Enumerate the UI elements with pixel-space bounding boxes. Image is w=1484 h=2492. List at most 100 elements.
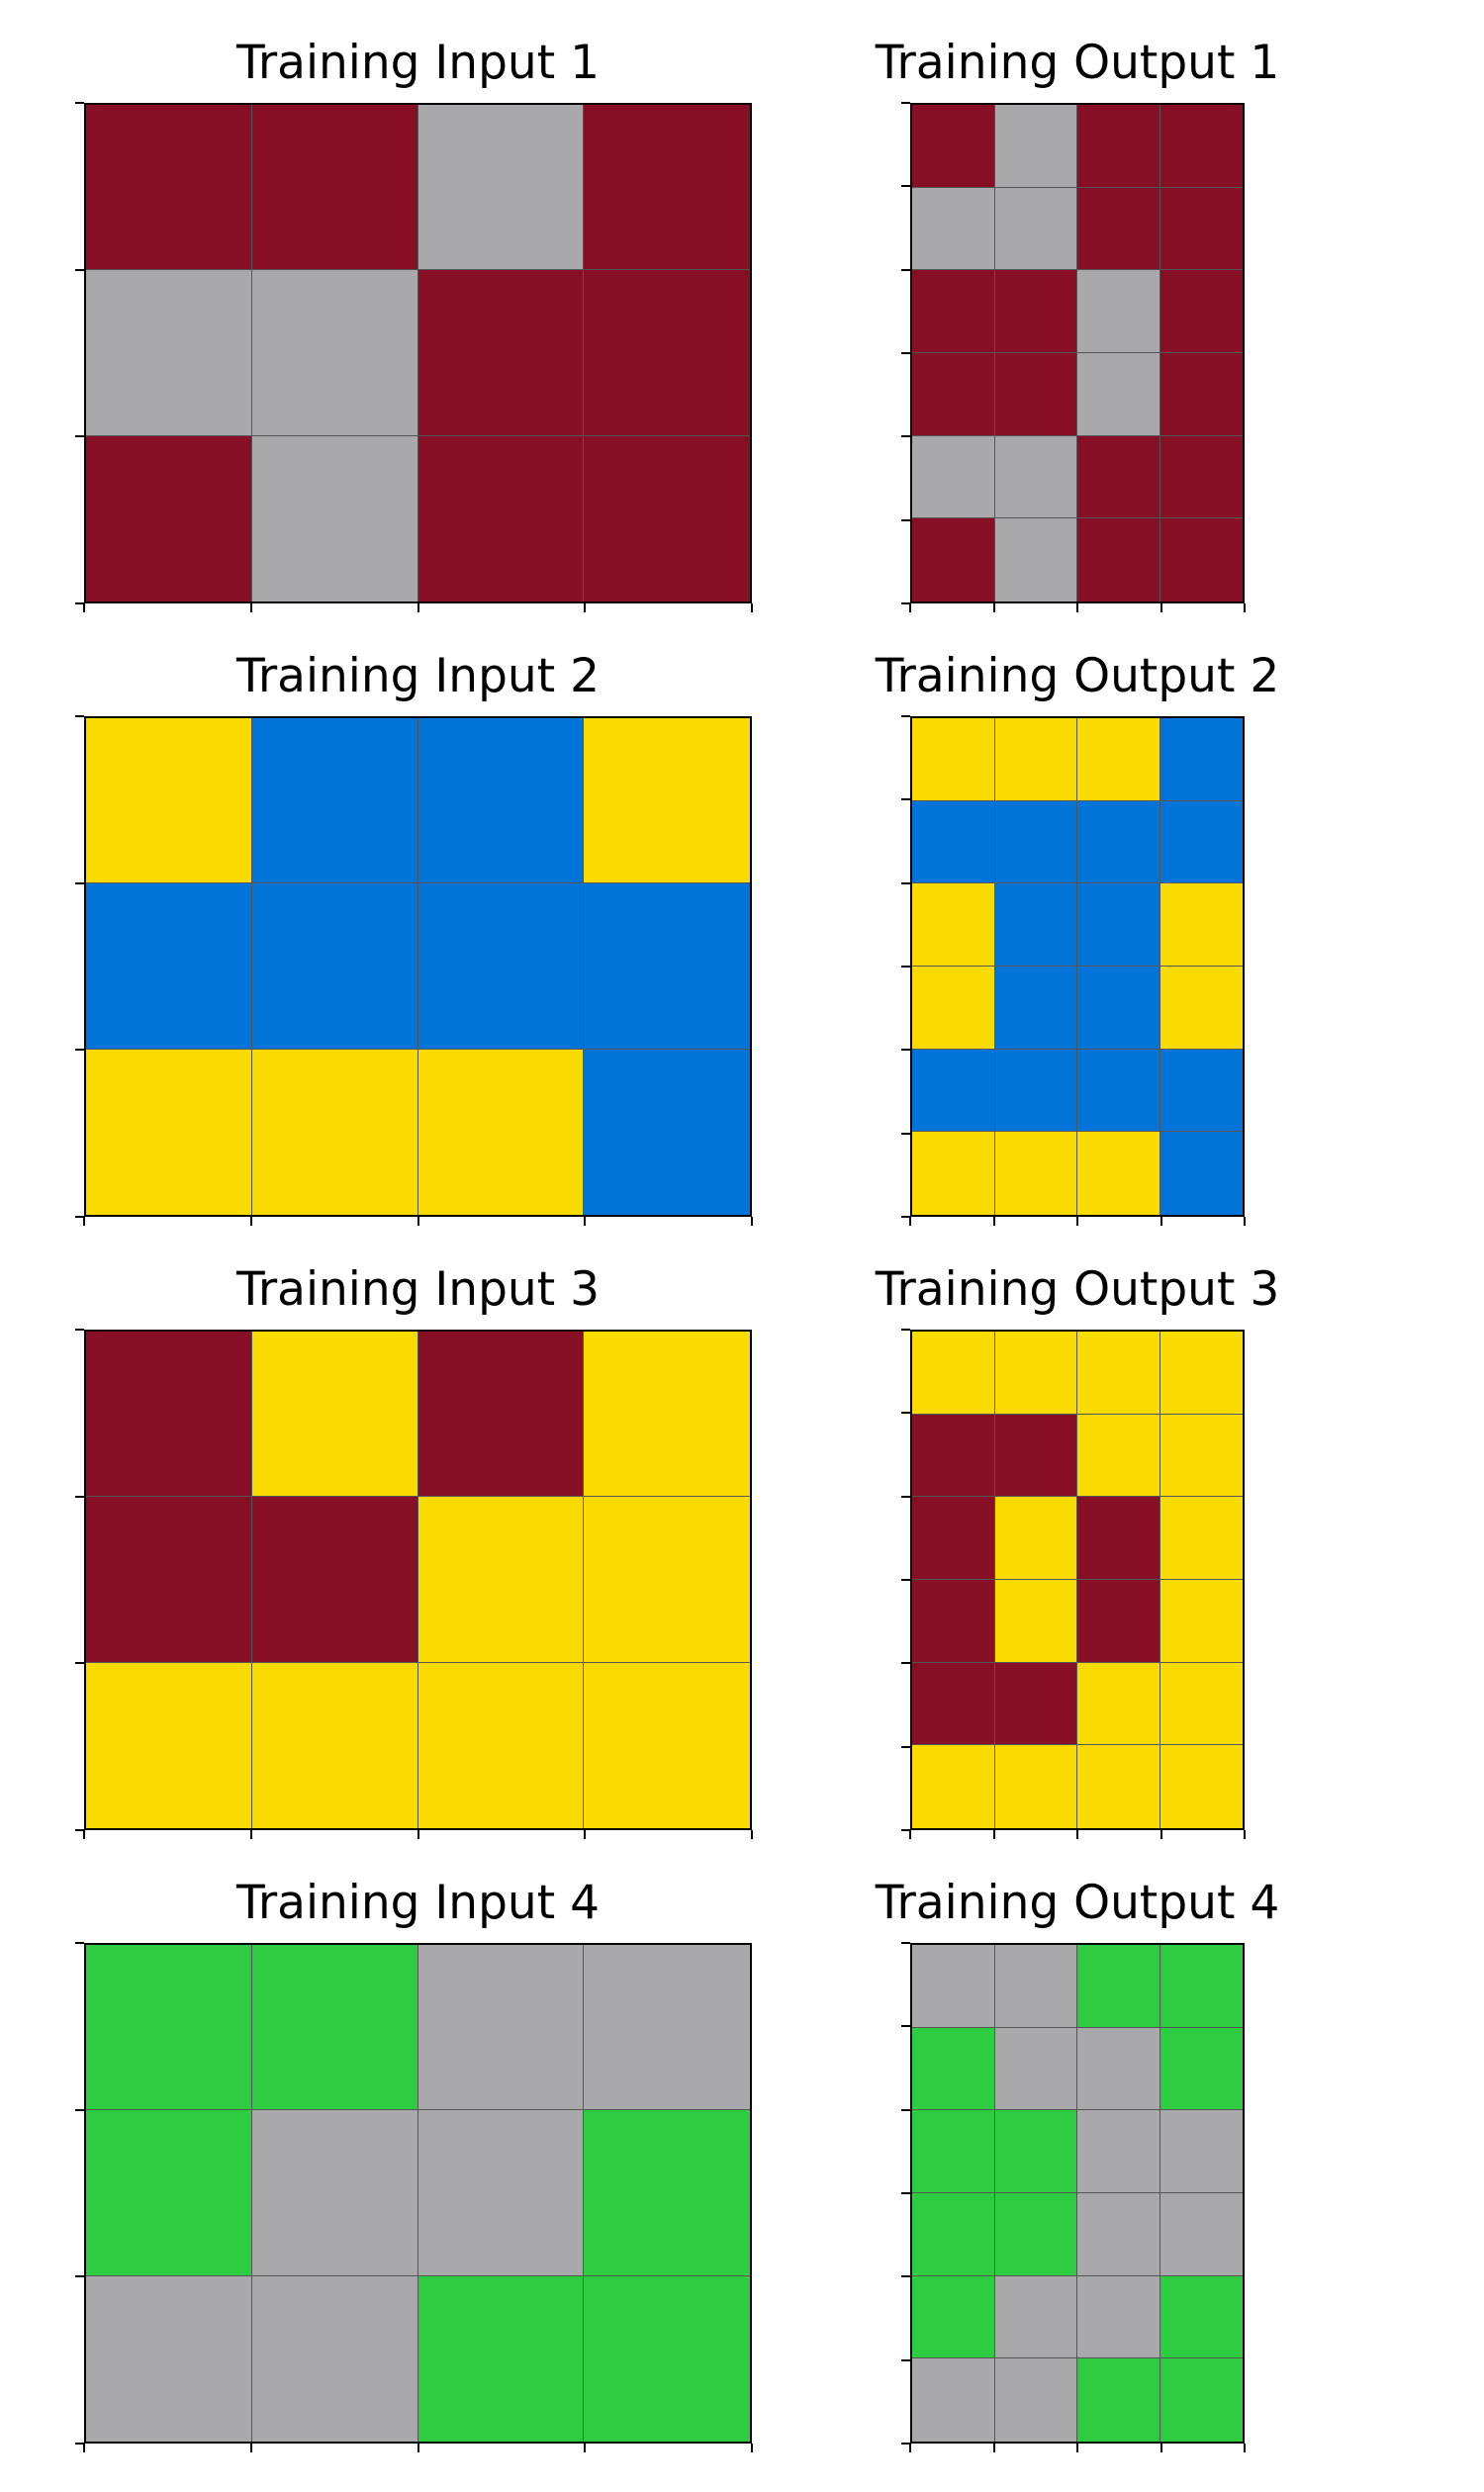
x-tick [584,2444,587,2452]
grid-cell [1159,1332,1243,1415]
y-tick [75,1049,84,1052]
grid-cell [1159,518,1243,601]
grid-cell [584,883,750,1050]
grid-cell [417,105,585,271]
grid-cell [584,105,750,271]
y-tick [901,102,910,104]
grid-cell [994,352,1077,436]
x-tick [1159,603,1162,612]
y-tick [901,185,910,188]
y-tick [75,1662,84,1665]
grid-cell [1159,2192,1243,2276]
grid-cell [1159,2275,1243,2359]
y-tick [901,2358,910,2361]
y-tick [901,1049,910,1052]
grid-cell [994,1049,1077,1133]
y-tick [901,966,910,968]
grid-cell [417,1945,585,2111]
input-title-4: Training Input 4 [236,1876,600,1930]
grid-cell [1159,435,1243,519]
y-tick [901,518,910,521]
grid-cell [584,435,750,601]
input-title-1: Training Input 1 [236,36,600,90]
grid-cell [1077,352,1160,436]
grid-cell [1077,1414,1160,1498]
grid-cell [1159,270,1243,353]
grid-cell [417,2275,585,2442]
grid-cell [1159,2358,1243,2442]
x-tick [992,1830,995,1839]
grid-cell [251,1945,418,2111]
grid-cell [1077,2110,1160,2193]
grid-cell [1077,1579,1160,1663]
grid-cell [912,1497,995,1580]
grid-cell [1159,105,1243,188]
grid-cell [994,2110,1077,2193]
y-tick [75,268,84,271]
x-tick [584,1830,587,1839]
grid-cell [251,270,418,436]
grid-cell [1077,105,1160,188]
grid-cell [584,2275,750,2442]
grid-cell [584,2110,750,2276]
grid-cell [994,1497,1077,1580]
x-tick [909,603,911,612]
grid-cell [994,1945,1077,2028]
output-title-2: Training Output 2 [875,649,1280,703]
grid-cell [912,1132,995,1215]
x-tick [1076,2444,1078,2452]
grid-cell [251,2110,418,2276]
input-title-2: Training Input 2 [236,649,600,703]
grid-cell [584,1332,750,1498]
grid-cell [994,966,1077,1050]
y-tick [901,1495,910,1498]
grid-cell [912,1049,995,1133]
grid-cell [1159,187,1243,271]
y-tick [901,1579,910,1581]
grid-cell [1159,1049,1243,1133]
y-tick [75,1216,84,1218]
grid-cell [86,883,252,1050]
x-tick [909,1830,911,1839]
x-tick [1159,2444,1162,2452]
grid-cell [994,518,1077,601]
grid-cell [912,966,995,1050]
grid-cell [1077,800,1160,884]
grid-cell [994,270,1077,353]
y-tick [901,268,910,271]
x-tick [1244,1217,1246,1226]
grid-cell [1077,1945,1160,2028]
y-tick [901,798,910,801]
grid-cell [1159,1414,1243,1498]
y-tick [901,435,910,438]
y-tick [901,2025,910,2028]
grid-cell [1077,518,1160,601]
y-tick [901,2108,910,2111]
grid-cell [1159,718,1243,801]
y-tick [901,1829,910,1831]
grid-cell [1077,187,1160,271]
grid-cell [994,1662,1077,1746]
y-tick [75,2108,84,2111]
y-tick [901,352,910,354]
grid-cell [251,1497,418,1663]
x-tick [249,1830,252,1839]
input-grid-4 [84,1943,752,2444]
grid-cell [584,1497,750,1663]
grid-cell [1159,2027,1243,2111]
grid-cell [417,1497,585,1663]
output-grid-2 [910,716,1245,1217]
x-tick [83,1830,85,1839]
x-tick [83,1217,85,1226]
grid-cell [417,1049,585,1215]
y-tick [901,1216,910,1218]
grid-cell [86,105,252,271]
y-tick [75,2443,84,2445]
grid-cell [1159,1945,1243,2028]
y-tick [901,715,910,717]
grid-cell [251,1049,418,1215]
grid-cell [251,1662,418,1828]
grid-cell [1077,1662,1160,1746]
y-tick [75,715,84,717]
grid-cell [994,2275,1077,2359]
